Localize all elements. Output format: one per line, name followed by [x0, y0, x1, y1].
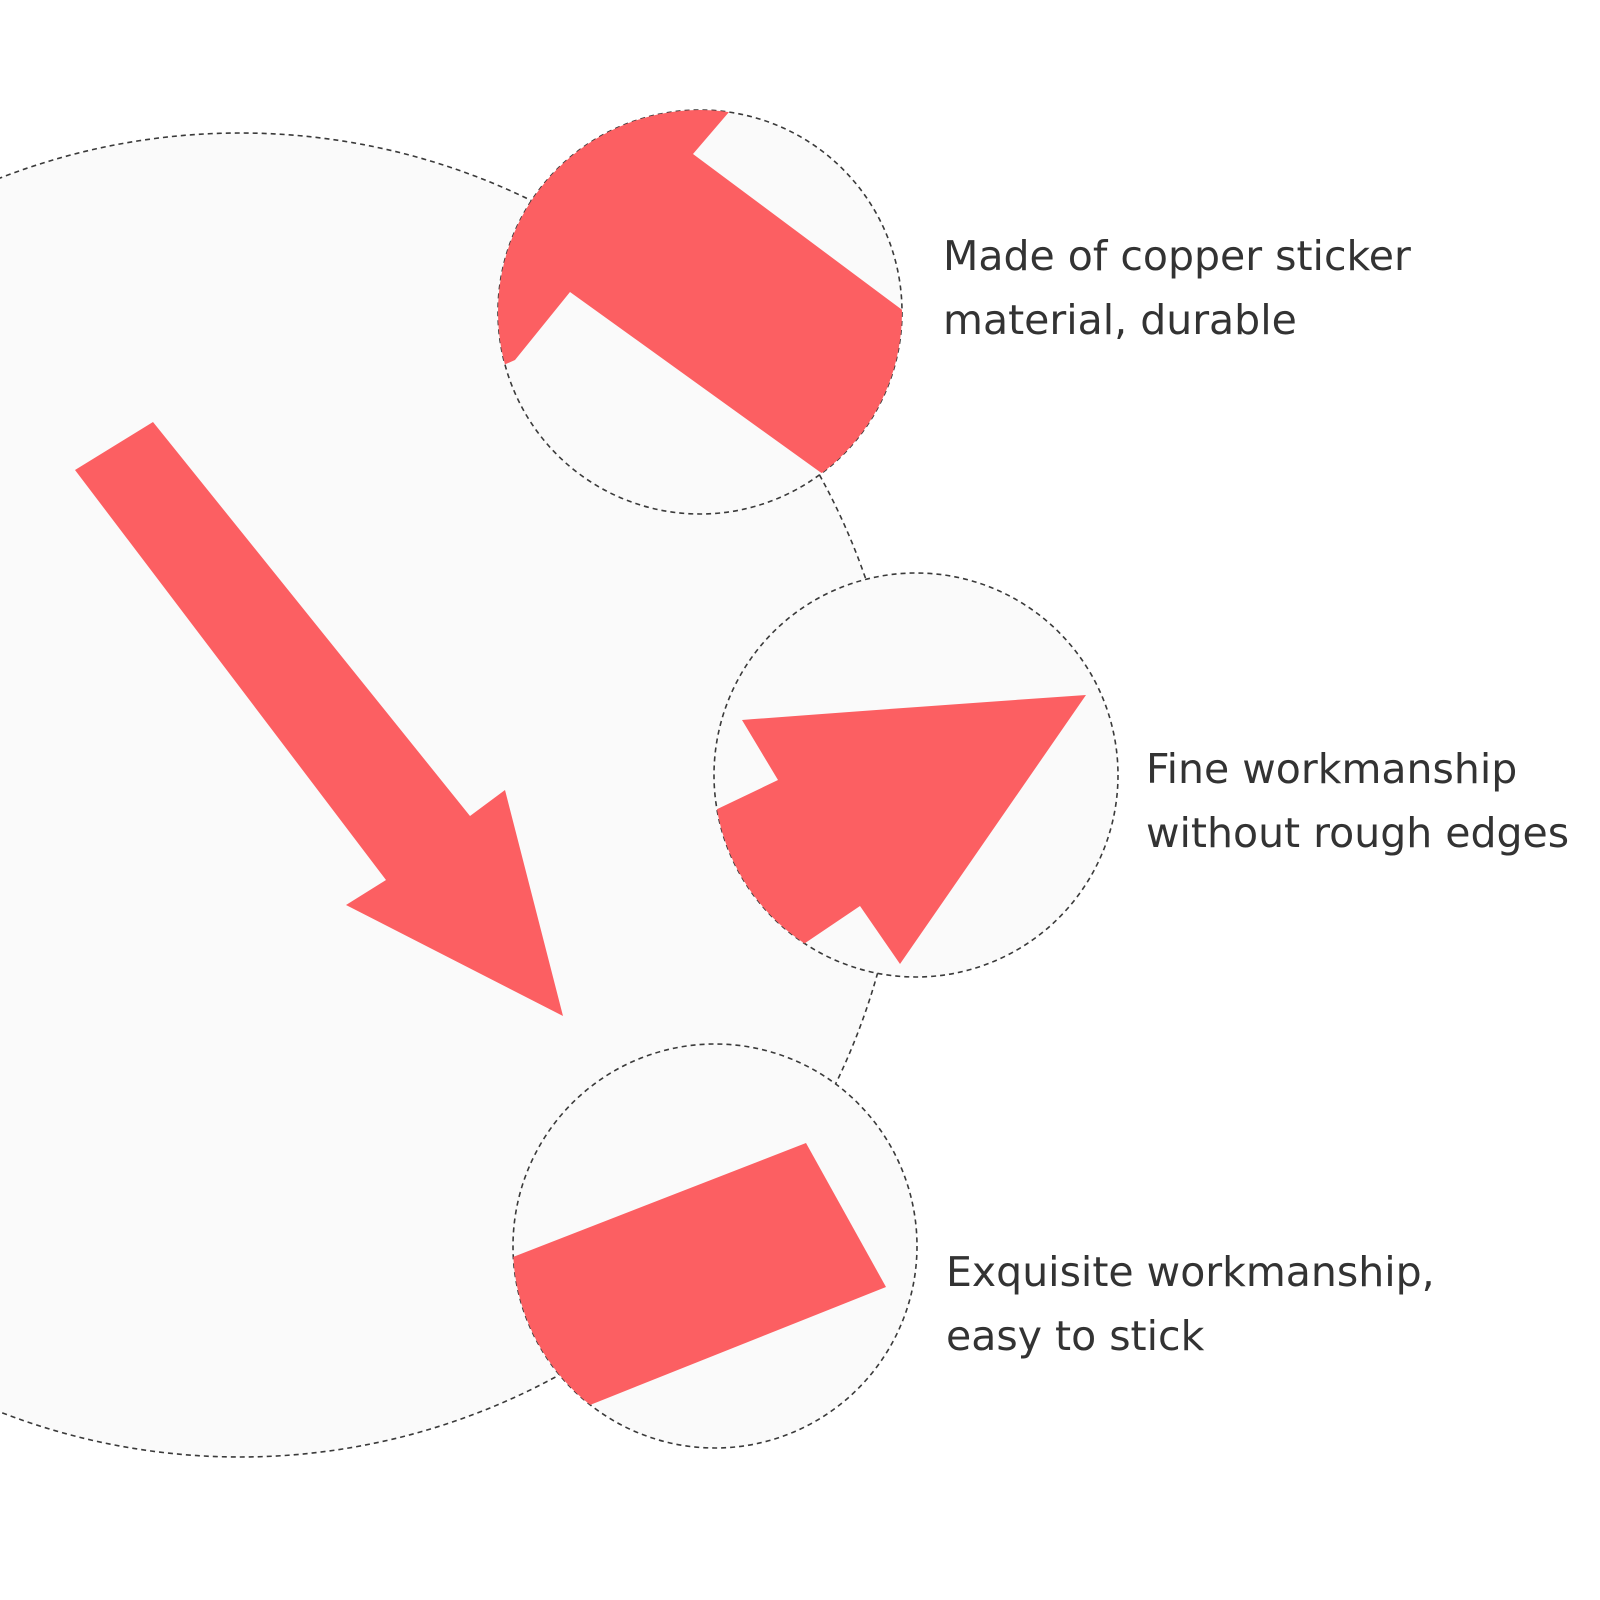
feature-text-easy-stick: Exquisite workmanship, easy to stick — [946, 1240, 1435, 1368]
feature-text-line: Exquisite workmanship, — [946, 1248, 1435, 1296]
feature-text-line: easy to stick — [946, 1312, 1205, 1360]
feature-text-line: Fine workmanship — [1146, 745, 1518, 793]
feature-text-line: material, durable — [943, 296, 1297, 344]
zoom-tail-sticker — [498, 110, 902, 514]
zoom-edge-sticker — [513, 1143, 886, 1440]
feature-text-workmanship: Fine workmanship without rough edges — [1146, 737, 1569, 865]
feature-text-line: without rough edges — [1146, 809, 1570, 857]
feature-text-line: Made of copper sticker — [943, 232, 1411, 280]
feature-text-material: Made of copper sticker material, durable — [943, 224, 1411, 352]
zoom-head-sticker — [714, 695, 1086, 964]
arrow-sticker — [75, 422, 563, 1016]
